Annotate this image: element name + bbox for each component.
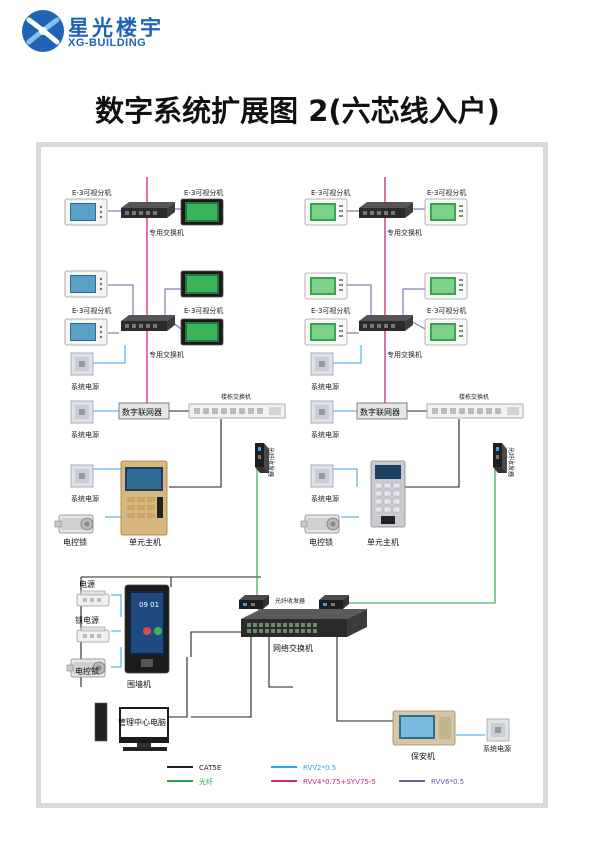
dedicated-switch-device	[121, 202, 175, 218]
dedicated-switch-label-l2: 专用交换机	[149, 350, 184, 359]
monitor-device	[180, 198, 224, 226]
elock-label-b: 电控锁	[75, 666, 99, 676]
monitor-device	[304, 198, 348, 226]
system-power-device	[70, 464, 94, 488]
monitor-label-l1: E-3可视分机	[72, 188, 111, 197]
dedicated-switch-device	[359, 315, 413, 331]
monitor-device	[424, 198, 468, 226]
network-switch-device	[241, 609, 367, 637]
brand-logo: 星光楼宇 XG-BUILDING	[20, 8, 180, 54]
electric-lock-device	[54, 514, 94, 534]
cat5e-lines	[80, 410, 460, 722]
electric-lock-device	[300, 514, 340, 534]
rvv6-lines-right	[347, 208, 426, 334]
fiber-transceiver-device	[319, 595, 349, 609]
legend-label-rvv6: RVV6*0.5	[431, 778, 464, 786]
system-power-device	[70, 400, 94, 424]
floor-switch-device	[188, 403, 286, 419]
legend-label-rvv4: RVV4*0.75+SYV75-5	[303, 778, 376, 786]
sys-power-label-r2: 系统电源	[311, 430, 339, 439]
digital-router-label-r: 数字联网器	[360, 407, 400, 417]
sys-power-label-l2: 系统电源	[71, 430, 99, 439]
page-title: 数字系统扩展图 2(六芯线入户)	[95, 94, 500, 128]
lock-power-device	[76, 626, 110, 643]
monitor-label-l2: E-3可视分机	[184, 188, 223, 197]
monitor-device	[424, 318, 468, 346]
monitor-label-r1: E-3可视分机	[311, 188, 350, 197]
legend-label-cat5e: CAT5E	[199, 764, 221, 772]
system-diagram: E-3可视分机 E-3可视分机 专用交换机 E-3可视分机 E-3可视分机 专用…	[54, 177, 524, 786]
dedicated-switch-label-r1: 专用交换机	[387, 228, 422, 237]
sys-power-label-r1: 系统电源	[311, 382, 339, 391]
fiber-transceiver-device	[255, 443, 269, 473]
fiber-transceiver-label-l: 光纤收发器	[267, 447, 275, 477]
guard-unit-label: 保安机	[411, 751, 435, 761]
unit-host-device-left	[120, 460, 168, 536]
dedicated-switch-device	[121, 315, 175, 331]
monitor-label-r2: E-3可视分机	[427, 188, 466, 197]
monitor-label-r4: E-3可视分机	[427, 306, 466, 315]
fiber-transceiver-device	[493, 443, 507, 473]
xg-logo-icon	[22, 10, 64, 52]
legend: CAT5E RVV2*0.5 光纤 RVV4*0.75+SYV75-5 RVV6…	[167, 764, 464, 786]
monitor-label-l4: E-3可视分机	[184, 306, 223, 315]
system-power-device	[310, 464, 334, 488]
digital-router-box	[118, 402, 170, 420]
system-power-device	[310, 352, 334, 376]
legend-label-fiber: 光纤	[199, 777, 213, 786]
fiber-transceiver-label-r: 光纤收发器	[507, 447, 515, 477]
fiber-lines	[256, 465, 496, 604]
monitor-device	[180, 270, 224, 298]
power-supply-device	[76, 590, 110, 607]
monitor-device	[180, 318, 224, 346]
wall-unit-device	[124, 584, 170, 674]
mgmt-pc-label: 管理中心电脑	[118, 717, 166, 727]
guard-unit-device	[392, 710, 456, 746]
power-label: 电源	[79, 579, 95, 589]
system-power-device	[486, 718, 510, 742]
rvv2-lines	[93, 345, 485, 736]
system-power-device	[70, 352, 94, 376]
monitor-device	[64, 198, 108, 226]
logo-english-text: XG-BUILDING	[68, 37, 147, 49]
digital-router-label-l: 数字联网器	[122, 407, 162, 417]
monitor-label-l3: E-3可视分机	[72, 306, 111, 315]
sys-power-label-b: 系统电源	[483, 744, 511, 753]
unit-host-label-r: 单元主机	[367, 537, 399, 547]
unit-host-device-right	[370, 460, 406, 528]
lock-power-label: 锁电源	[75, 615, 99, 625]
dedicated-switch-label-r2: 专用交换机	[387, 350, 422, 359]
system-power-device	[310, 400, 334, 424]
monitor-device	[304, 272, 348, 300]
wall-unit-label: 围墙机	[127, 679, 151, 689]
wall-unit-screen-time: 09 01	[139, 601, 159, 609]
monitor-device	[424, 272, 468, 300]
unit-host-label-l: 单元主机	[129, 537, 161, 547]
diagram-frame: E-3可视分机 E-3可视分机 专用交换机 E-3可视分机 E-3可视分机 专用…	[36, 142, 548, 808]
monitor-label-r3: E-3可视分机	[311, 306, 350, 315]
floor-switch-label-l: 楼栋交换机	[221, 393, 251, 401]
sys-power-label-r3: 系统电源	[311, 494, 339, 503]
digital-router-box	[356, 402, 408, 420]
monitor-device	[304, 318, 348, 346]
rvv6-lines-left	[108, 208, 182, 334]
sys-power-label-l1: 系统电源	[71, 382, 99, 391]
floor-switch-label-r: 楼栋交换机	[459, 393, 489, 401]
dedicated-switch-label-l1: 专用交换机	[149, 228, 184, 237]
legend-label-rvv2: RVV2*0.5	[303, 764, 336, 772]
management-pc-device	[94, 702, 169, 751]
sys-power-label-l3: 系统电源	[71, 494, 99, 503]
monitor-device	[64, 318, 108, 346]
logo-chinese-text: 星光楼宇	[68, 16, 164, 40]
monitor-device	[64, 270, 108, 298]
elock-label-l: 电控锁	[63, 537, 87, 547]
dedicated-switch-device	[359, 202, 413, 218]
floor-switch-device	[426, 403, 524, 419]
elock-label-r: 电控锁	[309, 537, 333, 547]
fiber-transceiver-label-b: 光纤收发器	[275, 597, 305, 605]
network-switch-label: 网络交换机	[273, 643, 313, 653]
fiber-transceiver-device	[239, 595, 269, 609]
